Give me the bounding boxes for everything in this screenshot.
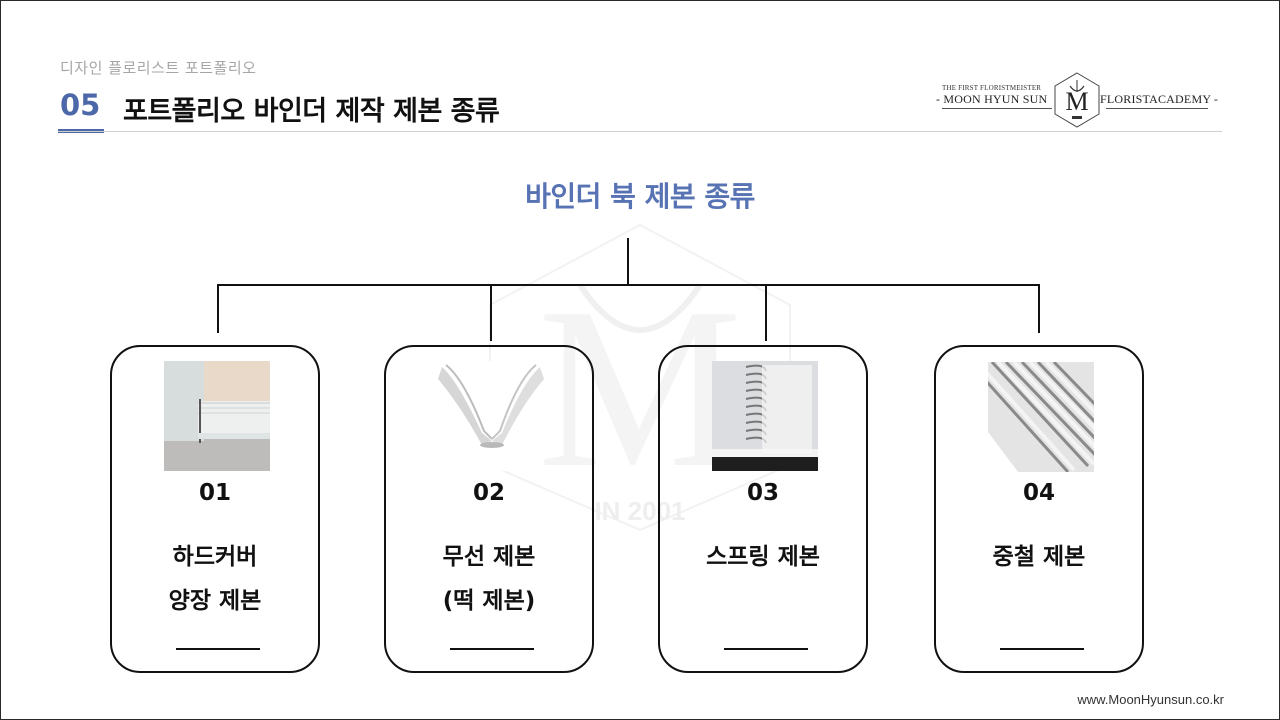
card-number: 01 <box>198 480 231 506</box>
svg-text:M: M <box>1065 87 1088 116</box>
card-number: 03 <box>746 480 779 506</box>
section-number: 05 <box>60 88 101 122</box>
card-label-line2: 양장 제본 <box>168 588 262 614</box>
card-label-line2: (떡 제본) <box>442 588 536 614</box>
binding-card-perfect-bound: 02 무선 제본 (떡 제본) <box>384 345 594 673</box>
binding-card-spiral: 03 스프링 제본 <box>658 345 868 673</box>
card-label: 무선 제본 (떡 제본) <box>386 535 592 623</box>
chart-heading: 바인더 북 제본 종류 <box>525 180 755 213</box>
card-number: 04 <box>1022 480 1055 506</box>
card-underline <box>176 648 260 650</box>
card-underline <box>450 648 534 650</box>
watermark-text: IN 2001 <box>594 496 685 526</box>
logo-rule-left <box>942 108 1052 109</box>
page-title: 포트폴리오 바인더 제작 제본 종류 <box>123 96 500 127</box>
academy-logo: THE FIRST FLORISTMEISTER - MOON HYUN SUN… <box>936 72 1222 128</box>
card-label-line1: 중철 제본 <box>992 544 1086 570</box>
spiral-bound-book-photo <box>712 361 818 471</box>
card-label-line1: 하드커버 <box>172 544 258 570</box>
perfect-bound-book-photo <box>438 361 544 471</box>
binding-card-hardcover: 01 하드커버 양장 제본 <box>110 345 320 673</box>
logo-academy: FLORISTACADEMY - <box>1100 92 1219 106</box>
saddle-stitch-book-photo <box>988 362 1094 472</box>
logo-emblem-icon: M <box>1054 72 1100 128</box>
logo-tagline: THE FIRST FLORISTMEISTER <box>942 84 1042 92</box>
logo-name: - MOON HYUN SUN <box>936 92 1048 106</box>
svg-text:M: M <box>538 260 743 515</box>
header-divider <box>58 131 1222 132</box>
binding-card-saddle-stitch: 04 중철 제본 <box>934 345 1144 673</box>
card-number: 02 <box>472 480 505 506</box>
hardcover-book-photo <box>164 361 270 471</box>
header-subtitle: 디자인 플로리스트 포트폴리오 <box>60 59 257 77</box>
card-label-line1: 무선 제본 <box>442 544 536 570</box>
card-underline <box>1000 648 1084 650</box>
card-label: 하드커버 양장 제본 <box>112 535 318 623</box>
footer-website-url: www.MoonHyunsun.co.kr <box>1077 692 1224 707</box>
card-label: 스프링 제본 <box>660 535 866 579</box>
card-label: 중철 제본 <box>936 535 1142 579</box>
card-label-line1: 스프링 제본 <box>706 544 820 570</box>
card-underline <box>724 648 808 650</box>
logo-rule-right <box>1106 108 1208 109</box>
